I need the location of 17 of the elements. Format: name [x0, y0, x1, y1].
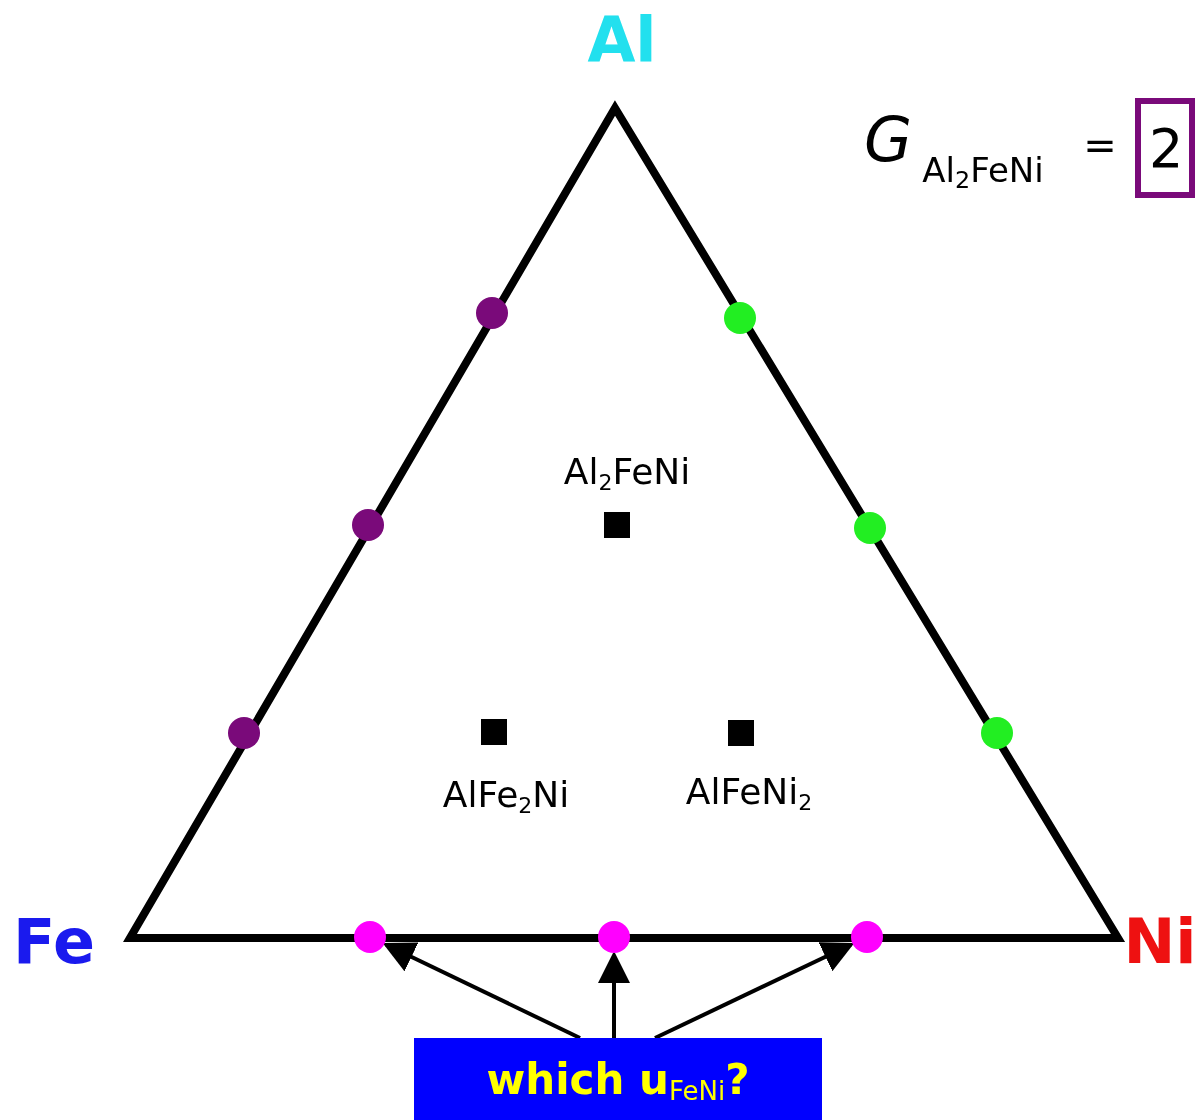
arrow: [382, 942, 581, 1040]
compound-label: AlFeNi$_{2}$: [685, 770, 813, 817]
arrow: [654, 942, 855, 1040]
equals-sign: =: [1083, 125, 1117, 165]
compound-label: AlFe$_{2}$Ni: [442, 773, 570, 820]
formula-subscript: Al$_{2}$FeNi: [922, 153, 1044, 187]
vertex-label: Fe: [13, 911, 95, 973]
compound-marker: [604, 512, 630, 538]
gibbs-symbol: G: [864, 109, 912, 171]
compound-marker: [481, 719, 507, 745]
compound-marker: [728, 720, 754, 746]
vertex-label: Al: [587, 9, 657, 71]
value-box: 2: [1135, 98, 1195, 198]
vertex-label: Ni: [1123, 911, 1197, 973]
question-box: which u$_{FeNi}$?: [414, 1038, 822, 1120]
arrow: [598, 951, 630, 1038]
compound-label: Al$_{2}$FeNi: [563, 450, 691, 497]
